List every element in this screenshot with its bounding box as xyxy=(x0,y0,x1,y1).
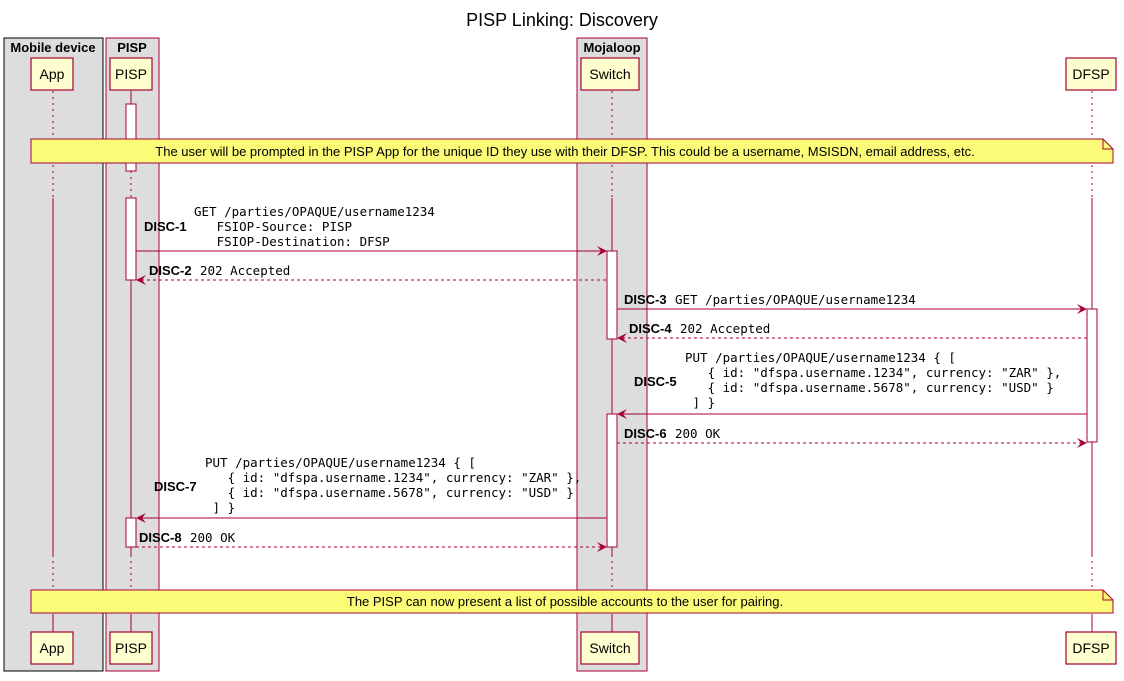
message-line: 202 Accepted xyxy=(200,263,290,278)
message-disc-8: DISC-8 200 OK xyxy=(139,530,236,545)
message-line: 202 Accepted xyxy=(680,321,770,336)
step-label: DISC-6 xyxy=(624,426,667,441)
message-disc-2: DISC-2 202 Accepted xyxy=(149,263,290,278)
participant-app-top: App xyxy=(30,57,74,91)
message-line: FSIOP-Destination: DFSP xyxy=(194,234,390,249)
note-text: The user will be prompted in the PISP Ap… xyxy=(155,144,974,159)
participant-label: Switch xyxy=(589,66,630,82)
step-label: DISC-5 xyxy=(634,374,677,389)
participant-label: PISP xyxy=(115,66,147,82)
step-label: DISC-2 xyxy=(149,263,192,278)
message-line: FSIOP-Source: PISP xyxy=(194,219,352,234)
message-line: PUT /parties/OPAQUE/username1234 { [ xyxy=(685,350,956,365)
group-label: PISP xyxy=(117,40,147,55)
note-user-prompt: The user will be prompted in the PISP Ap… xyxy=(30,138,1114,164)
message-line: PUT /parties/OPAQUE/username1234 { [ xyxy=(205,455,476,470)
message-disc-1: DISC-1 GET /parties/OPAQUE/username1234 … xyxy=(144,204,435,249)
participant-dfsp-top: DFSP xyxy=(1065,57,1117,91)
participant-label: DFSP xyxy=(1072,640,1109,656)
participant-pisp-top: PISP xyxy=(109,57,153,91)
participant-label: PISP xyxy=(115,640,147,656)
note-accounts: The PISP can now present a list of possi… xyxy=(30,589,1114,614)
message-line: ] } xyxy=(685,395,715,410)
message-line: GET /parties/OPAQUE/username1234 xyxy=(194,204,435,219)
step-label: DISC-8 xyxy=(139,530,182,545)
step-label: DISC-3 xyxy=(624,292,667,307)
activation-pisp-3 xyxy=(125,517,137,548)
messages xyxy=(136,246,1087,552)
message-disc-4: DISC-4 202 Accepted xyxy=(629,321,770,336)
participant-app-bottom: App xyxy=(30,631,74,665)
participant-label: App xyxy=(40,66,65,82)
message-line: 200 OK xyxy=(190,530,236,545)
activation-switch-1 xyxy=(606,250,618,340)
note-text: The PISP can now present a list of possi… xyxy=(347,594,783,609)
participant-dfsp-bottom: DFSP xyxy=(1065,631,1117,665)
activation-bars xyxy=(125,103,1098,548)
message-disc-7: DISC-7 PUT /parties/OPAQUE/username1234 … xyxy=(154,455,581,515)
message-line: { id: "dfspa.username.5678", currency: "… xyxy=(685,380,1054,395)
participant-switch-top: Switch xyxy=(580,57,640,91)
activation-pisp-2 xyxy=(125,197,137,281)
step-label: DISC-7 xyxy=(154,479,197,494)
message-disc-6: DISC-6 200 OK xyxy=(624,426,721,441)
participant-switch-bottom: Switch xyxy=(580,631,640,665)
participant-label: App xyxy=(40,640,65,656)
message-line: { id: "dfspa.username.5678", currency: "… xyxy=(205,485,574,500)
activation-pisp-1 xyxy=(125,103,137,172)
step-label: DISC-4 xyxy=(629,321,672,336)
participant-label: Switch xyxy=(589,640,630,656)
group-label: Mojaloop xyxy=(583,40,640,55)
message-line: GET /parties/OPAQUE/username1234 xyxy=(675,292,916,307)
message-line: { id: "dfspa.username.1234", currency: "… xyxy=(205,470,581,485)
message-disc-3: DISC-3 GET /parties/OPAQUE/username1234 xyxy=(624,292,916,307)
participant-pisp-bottom: PISP xyxy=(109,631,153,665)
message-line: ] } xyxy=(205,500,235,515)
step-label: DISC-1 xyxy=(144,219,187,234)
activation-dfsp-1 xyxy=(1086,308,1098,443)
message-line: 200 OK xyxy=(675,426,721,441)
participant-label: DFSP xyxy=(1072,66,1109,82)
message-disc-5: DISC-5 PUT /parties/OPAQUE/username1234 … xyxy=(634,350,1061,410)
activation-switch-2 xyxy=(606,413,618,548)
message-line: { id: "dfspa.username.1234", currency: "… xyxy=(685,365,1061,380)
group-label: Mobile device xyxy=(10,40,95,55)
diagram-title: PISP Linking: Discovery xyxy=(466,10,658,30)
